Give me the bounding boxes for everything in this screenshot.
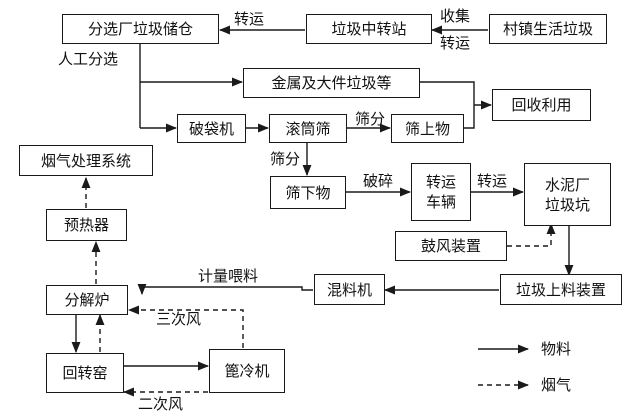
- node-transfer-station: 垃圾中转站: [306, 14, 432, 44]
- node-oversize: 筛上物: [391, 114, 464, 143]
- line-metal-to-recycling: [420, 81, 475, 105]
- node-rotary-kiln: 回转窑: [46, 353, 124, 393]
- node-bag-breaker: 破袋机: [177, 114, 246, 143]
- node-drum-screen: 滚筒筛: [269, 114, 347, 143]
- dashed-cooler-tertiary-air: [127, 305, 244, 348]
- node-cement-pit-line2: 垃圾坑: [544, 195, 590, 214]
- node-undersize: 筛下物: [270, 176, 346, 209]
- line-oversize-to-recycling: [464, 105, 475, 129]
- node-cement-pit: 水泥厂 垃圾坑: [524, 163, 611, 226]
- node-preheater: 预热器: [46, 209, 127, 241]
- label-metered-feed: 计量喂料: [198, 267, 259, 285]
- node-recycling: 回收利用: [492, 89, 591, 121]
- node-transfer-vehicle-line1: 转运: [425, 173, 456, 191]
- arrow-mixer-to-calciner: [137, 283, 313, 296]
- legend-label-material: 物料: [541, 340, 572, 358]
- label-transfer-top: 转运: [234, 10, 265, 28]
- node-feeding-device: 垃圾上料装置: [500, 274, 622, 305]
- node-transfer-vehicle-line2: 车辆: [425, 193, 456, 211]
- node-sorting-plant-storage: 分选厂垃圾储仓: [62, 14, 219, 44]
- node-grate-cooler: 篦冷机: [209, 349, 285, 393]
- label-secondary-air: 二次风: [138, 395, 184, 413]
- node-mixer: 混料机: [314, 274, 385, 305]
- label-collect: 收集: [440, 7, 471, 25]
- label-tertiary-air: 三次风: [156, 310, 202, 328]
- node-village-waste: 村镇生活垃圾: [489, 14, 607, 44]
- node-transfer-vehicle: 转运 车辆: [411, 163, 471, 221]
- dashed-blower-to-pit: [507, 222, 556, 247]
- node-metal-bulky: 金属及大件垃圾等: [243, 68, 420, 98]
- label-transfer-mid: 转运: [477, 172, 508, 190]
- node-flue-gas-system: 烟气处理系统: [19, 145, 153, 176]
- label-screen-split-1: 筛分: [355, 110, 386, 128]
- label-crush: 破碎: [363, 172, 394, 190]
- node-blower: 鼓风装置: [395, 231, 507, 261]
- label-manual-sort: 人工分选: [58, 50, 119, 68]
- node-cement-pit-line1: 水泥厂: [544, 175, 590, 194]
- label-transfer-bottom: 转运: [440, 34, 471, 52]
- legend-label-flue-gas: 烟气: [541, 376, 572, 394]
- node-calciner: 分解炉: [46, 285, 128, 315]
- label-screen-split-2: 筛分: [270, 150, 301, 168]
